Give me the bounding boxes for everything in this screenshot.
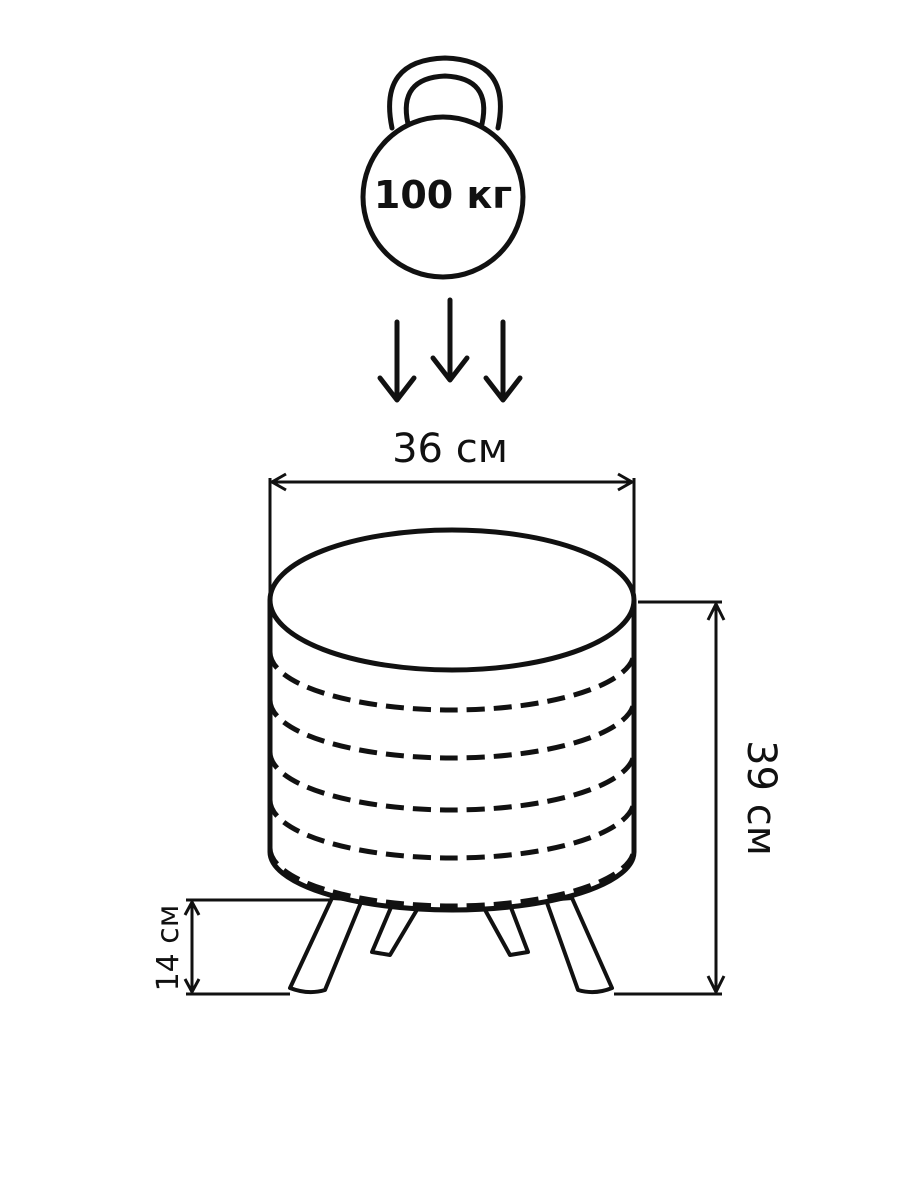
arrow-down-icon bbox=[483, 319, 523, 403]
weight-label: 100 кг bbox=[374, 173, 512, 217]
arrow-down-icon bbox=[430, 297, 470, 383]
width-dimension: 36 см bbox=[268, 426, 636, 600]
kettlebell-icon: 100 кг bbox=[360, 55, 526, 280]
arrow-down-icon bbox=[377, 319, 417, 403]
pouf-body bbox=[267, 527, 637, 913]
load-arrows bbox=[377, 297, 523, 403]
height-label: 39 см bbox=[738, 740, 784, 856]
leg-height-label: 14 см bbox=[151, 905, 186, 992]
width-label: 36 см bbox=[392, 426, 508, 472]
height-dimension: 39 см bbox=[614, 600, 784, 996]
leg-height-dimension: 14 см bbox=[151, 898, 330, 996]
